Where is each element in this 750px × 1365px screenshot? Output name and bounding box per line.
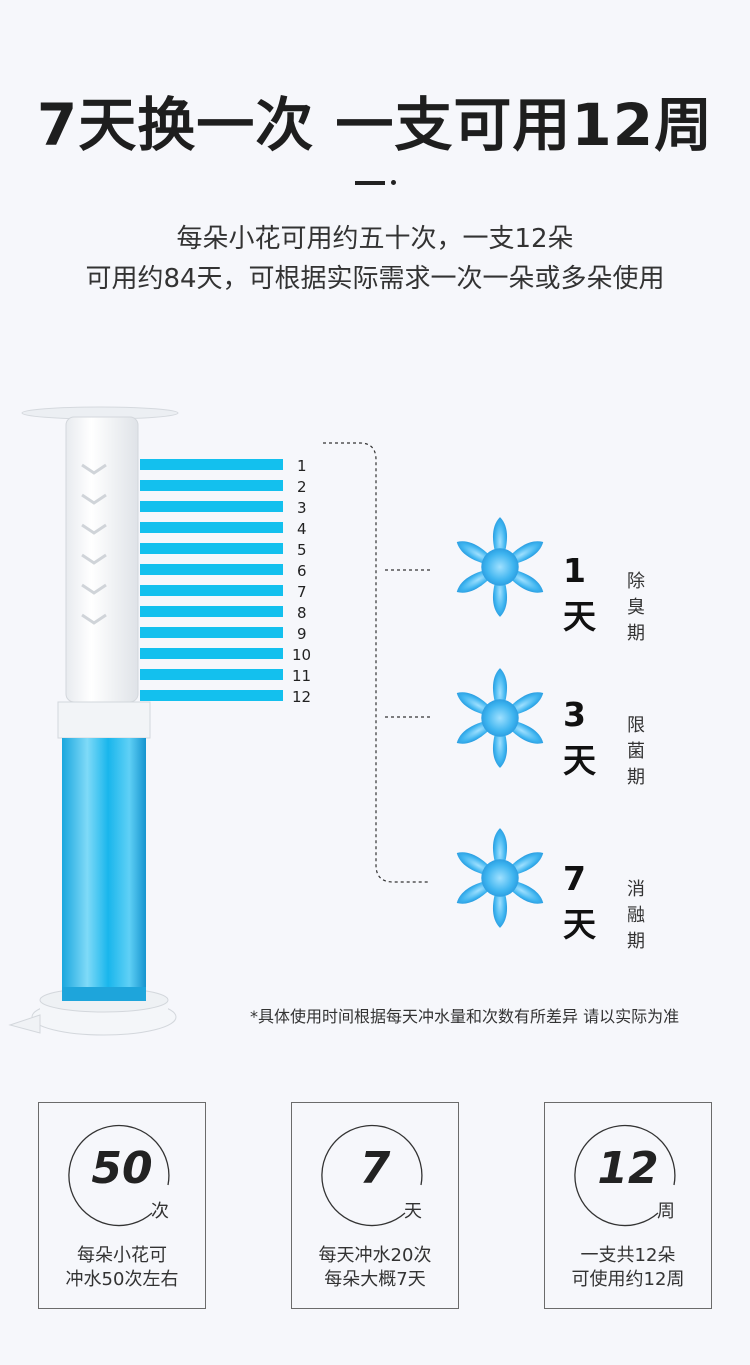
gel-flower-icon <box>453 828 547 928</box>
stage-label: 限菌期 <box>627 715 645 788</box>
scale-bar <box>140 459 283 470</box>
usage-note: *具体使用时间根据每天冲水量和次数有所差异 请以实际为准 <box>250 1007 680 1026</box>
scale-number: 10 <box>292 646 312 664</box>
scale-bar <box>140 543 283 554</box>
stage-days: 1天 <box>563 551 596 636</box>
scale-number: 5 <box>297 541 307 559</box>
gel-flower-icon <box>453 668 547 768</box>
stat-card-weeks: 12 周 一支共12朵 可使用约12周 <box>544 1102 712 1309</box>
stat-desc-line-1: 一支共12朵 <box>580 1245 676 1266</box>
arc-decoration <box>68 1124 170 1227</box>
scale-number: 4 <box>297 520 307 538</box>
arc-decoration <box>321 1124 423 1227</box>
headline: 7天换一次 一支可用12周 <box>36 91 714 159</box>
stat-card-uses: 50 次 每朵小花可 冲水50次左右 <box>38 1102 206 1309</box>
scale-number: 12 <box>292 688 312 706</box>
scale-number: 8 <box>297 604 307 622</box>
scale-bar <box>140 522 283 533</box>
stat-desc-line-2: 冲水50次左右 <box>65 1269 179 1290</box>
scale-bar <box>140 648 283 659</box>
stat-desc-line-1: 每天冲水20次 <box>318 1245 432 1266</box>
stat-card-days: 7 天 每天冲水20次 每朵大概7天 <box>291 1102 459 1309</box>
scale-number: 1 <box>297 457 307 475</box>
stat-desc-line-2: 可使用约12周 <box>571 1269 685 1290</box>
divider-dot <box>391 180 396 185</box>
scale-bar <box>140 585 283 596</box>
scale-bar <box>140 501 283 512</box>
scale-bar <box>140 564 283 575</box>
scale-bar <box>140 480 283 491</box>
gel-applicator-illustration <box>8 406 179 1036</box>
stat-desc-line-1: 每朵小花可 <box>77 1245 167 1266</box>
scale-number: 11 <box>292 667 312 685</box>
stage-days: 3天 <box>563 695 596 780</box>
gel-flower-icon <box>453 517 547 617</box>
scale-number: 7 <box>297 583 307 601</box>
stat-value: 7 <box>359 1143 391 1194</box>
subtitle-line-2: 可用约84天，可根据实际需求一次一朵或多朵使用 <box>85 264 665 294</box>
stage-label: 除臭期 <box>627 571 645 644</box>
stat-unit: 次 <box>151 1201 169 1222</box>
scale-bar <box>140 627 283 638</box>
stat-value: 50 <box>91 1143 153 1194</box>
scale-bar <box>140 690 283 701</box>
scale-number: 9 <box>297 625 307 643</box>
scale-bar <box>140 606 283 617</box>
scale-bar <box>140 669 283 680</box>
stat-desc-line-2: 每朵大概7天 <box>324 1269 426 1290</box>
scale-number: 6 <box>297 562 307 580</box>
stat-unit: 周 <box>657 1201 675 1222</box>
stage-label: 消融期 <box>627 879 645 952</box>
stat-value: 12 <box>597 1143 659 1194</box>
stage-days: 7天 <box>563 859 596 944</box>
scale-number: 2 <box>297 478 307 496</box>
scale-number: 3 <box>297 499 307 517</box>
stat-unit: 天 <box>404 1201 422 1222</box>
arc-decoration <box>574 1124 676 1227</box>
divider-dash <box>355 181 385 185</box>
subtitle-line-1: 每朵小花可用约五十次，一支12朵 <box>176 224 574 254</box>
